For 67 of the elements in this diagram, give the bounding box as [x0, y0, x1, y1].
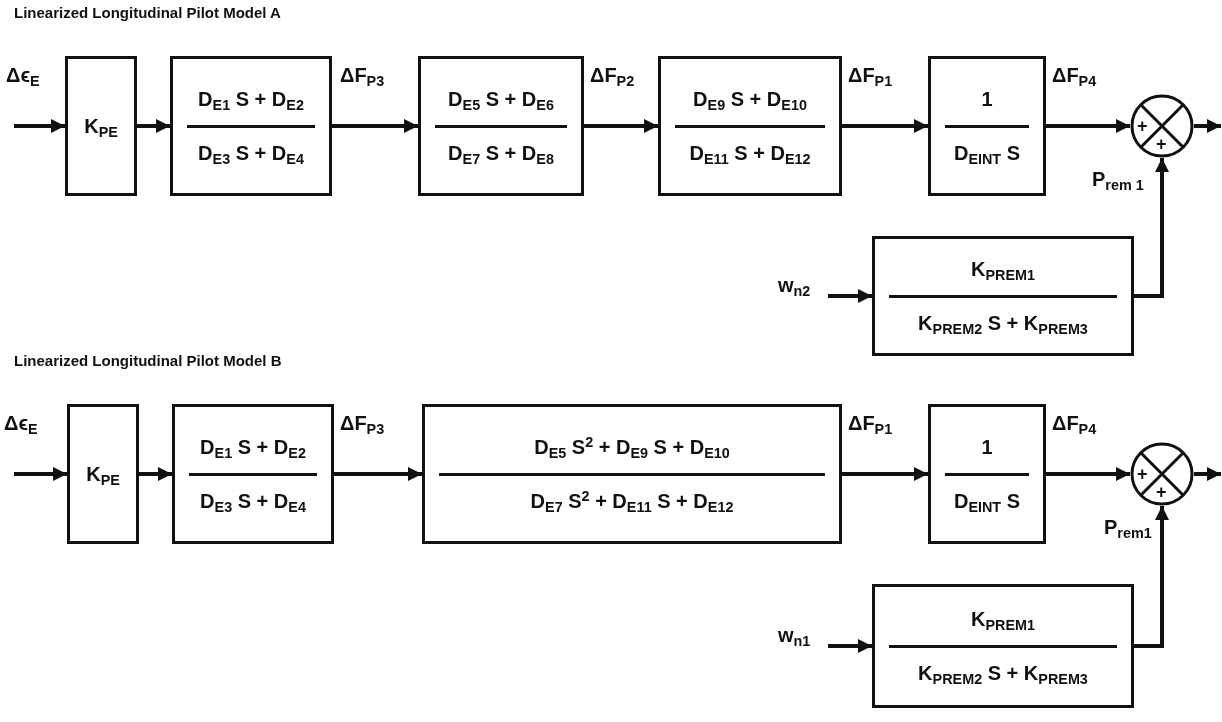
arrow — [14, 467, 67, 481]
sign-label: + — [1137, 465, 1148, 483]
numerator: D$_{E9}$ S + D$_{E10}$ — [693, 86, 807, 115]
signal-label: ΔF$_{P4}$ — [1052, 412, 1097, 435]
arrow — [828, 639, 872, 653]
arrow — [334, 467, 422, 481]
transfer-function-block — [928, 404, 1046, 544]
transfer-function-block — [170, 56, 332, 196]
signal-label: P$_{rem 1}$ — [1092, 168, 1144, 191]
signal-label: w$_{n2}$ — [778, 274, 811, 297]
signal-label: ΔF$_{P1}$ — [848, 412, 893, 435]
section-heading: Linearized Longitudinal Pilot Model A — [14, 4, 281, 21]
arrow — [842, 119, 928, 133]
numerator: 1 — [981, 434, 993, 460]
numerator: D$_{E5}$ S$^{2}$ + D$_{E9}$ S + D$_{E10}$ — [534, 432, 730, 463]
arrow — [1134, 506, 1169, 648]
arrow — [1046, 467, 1130, 481]
denominator: D$_{EINT}$ S — [953, 140, 1021, 169]
arrow — [137, 119, 170, 133]
transfer-function-block — [658, 56, 842, 196]
transfer-function-block — [872, 236, 1134, 356]
signal-label: ΔF$_{P4}$ — [1052, 64, 1097, 87]
sign-label: + — [1156, 135, 1167, 153]
signal-label: Δϵ$_{E}$ — [4, 412, 38, 435]
denominator: D$_{E7}$ S + D$_{E8}$ — [448, 140, 554, 169]
denominator: D$_{E7}$ S$^{2}$ + D$_{E11}$ S + D$_{E12}$ — [530, 486, 734, 517]
arrow — [139, 467, 172, 481]
numerator: D$_{E1}$ S + D$_{E2}$ — [198, 86, 304, 115]
signal-label: P$_{rem1}$ — [1104, 516, 1152, 539]
arrow — [842, 467, 928, 481]
gain-label: K$_{PE}$ — [84, 113, 118, 142]
sign-label: + — [1137, 117, 1148, 135]
transfer-function-block — [67, 404, 139, 544]
section-heading: Linearized Longitudinal Pilot Model B — [14, 352, 282, 369]
transfer-function-block — [65, 56, 137, 196]
arrow — [828, 289, 872, 303]
arrow — [584, 119, 658, 133]
signal-label: ΔF$_{P3}$ — [340, 412, 385, 435]
signal-label: ΔF$_{P2}$ — [590, 64, 635, 87]
numerator: 1 — [981, 86, 993, 112]
signal-label: w$_{n1}$ — [778, 624, 811, 647]
numerator: D$_{E5}$ S + D$_{E6}$ — [448, 86, 554, 115]
denominator: D$_{E3}$ S + D$_{E4}$ — [198, 140, 304, 169]
denominator: K$_{PREM2}$ S + K$_{PREM3}$ — [918, 660, 1088, 689]
signal-label: Δϵ$_{E}$ — [6, 64, 40, 87]
arrow — [1194, 467, 1221, 481]
numerator: K$_{PREM1}$ — [970, 606, 1035, 635]
signal-label: ΔF$_{P1}$ — [848, 64, 893, 87]
arrow — [332, 119, 418, 133]
transfer-function-block — [422, 404, 842, 544]
arrow — [1046, 119, 1130, 133]
transfer-function-block — [872, 584, 1134, 708]
denominator: D$_{E11}$ S + D$_{E12}$ — [689, 140, 811, 169]
signal-label: ΔF$_{P3}$ — [340, 64, 385, 87]
numerator: D$_{E1}$ S + D$_{E2}$ — [200, 434, 306, 463]
arrow — [1134, 158, 1169, 298]
sign-label: + — [1156, 483, 1167, 501]
denominator: K$_{PREM2}$ S + K$_{PREM3}$ — [918, 310, 1088, 339]
denominator: D$_{E3}$ S + D$_{E4}$ — [200, 488, 306, 517]
transfer-function-block — [418, 56, 584, 196]
gain-label: K$_{PE}$ — [86, 461, 120, 490]
denominator: D$_{EINT}$ S — [953, 488, 1021, 517]
arrow — [14, 119, 65, 133]
numerator: K$_{PREM1}$ — [970, 256, 1035, 285]
arrow — [1194, 119, 1221, 133]
transfer-function-block — [172, 404, 334, 544]
transfer-function-block — [928, 56, 1046, 196]
